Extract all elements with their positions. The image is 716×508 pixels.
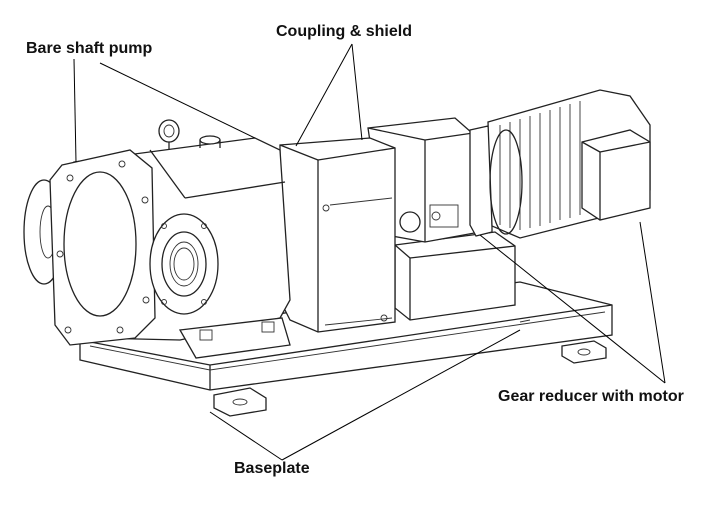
baseplate-label: Baseplate bbox=[234, 460, 310, 477]
leader-lines bbox=[73, 43, 666, 461]
bare-shaft-pump-drawing bbox=[23, 119, 291, 359]
gear-reducer-motor-label: Gear reducer with motor bbox=[498, 388, 684, 405]
coupling-shield-label: Coupling & shield bbox=[276, 23, 412, 40]
gear-reducer-motor-drawing bbox=[367, 89, 651, 321]
bare-shaft-pump-label: Bare shaft pump bbox=[26, 40, 153, 57]
coupling-shield-drawing bbox=[279, 137, 396, 333]
